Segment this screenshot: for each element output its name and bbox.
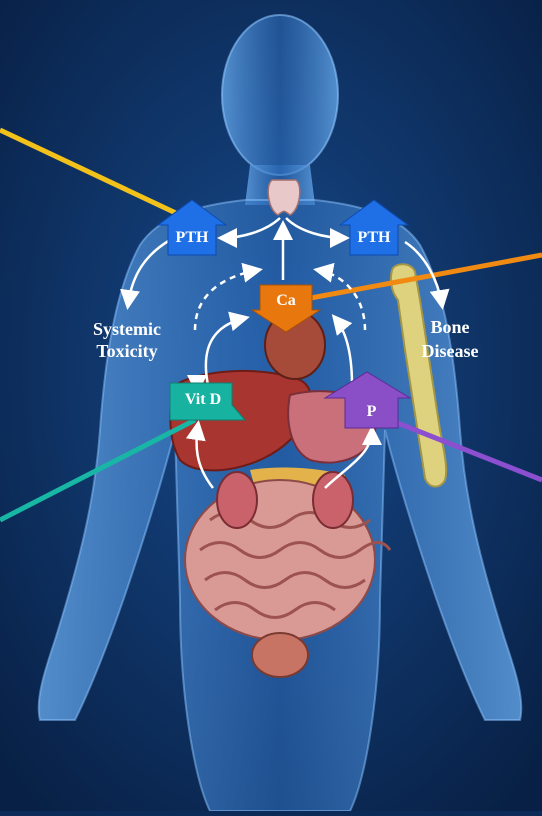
bone-line1: Bone [400,315,500,339]
p-label: P [345,403,398,421]
vitd-label: Vit D [170,391,236,409]
systemic-line2: Toxicity [62,340,192,362]
systemic-line1: Systemic [62,318,192,340]
systemic-toxicity-label: Systemic Toxicity [62,318,192,362]
pth-left-label: PTH [163,229,221,247]
bone-line2: Disease [400,339,500,363]
ca-label: Ca [260,292,312,310]
bone-disease-label: Bone Disease [400,315,500,363]
pth-right-label: PTH [345,229,403,247]
